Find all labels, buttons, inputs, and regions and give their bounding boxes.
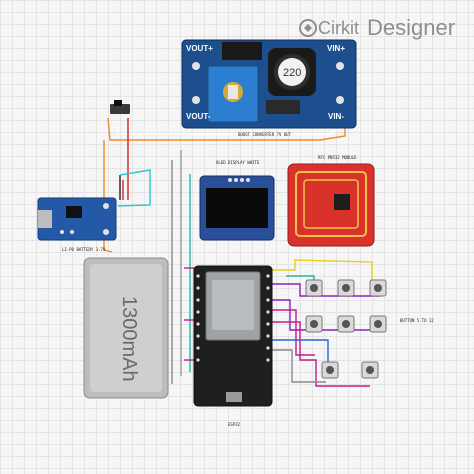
oled-label: OLED DISPLAY WHITE [216, 160, 260, 165]
pin-vin-plus: VIN+ [327, 44, 346, 53]
boost-converter-label: BOOST CONVERTER 7V OUT [238, 132, 291, 137]
wire-grey-3 [272, 349, 326, 383]
slide-switch[interactable] [110, 100, 130, 114]
pin-vout-plus: VOUT+ [186, 44, 213, 53]
rfid-module[interactable] [287, 163, 375, 247]
logo-brand: Cirkit [318, 17, 359, 38]
logo-product: Designer [367, 15, 456, 40]
battery-capacity: 1300mAh [118, 296, 140, 382]
button-4 [305, 315, 323, 333]
button-1 [305, 279, 323, 297]
button-2 [337, 279, 355, 297]
button-3 [369, 279, 387, 297]
charger-module[interactable] [37, 197, 117, 241]
oled-display[interactable] [199, 175, 275, 241]
wire-magenta-2 [272, 321, 370, 387]
charger-label: LI-PO BATTERY 3.7V [62, 247, 106, 252]
cirkit-designer-logo: Cirkit Designer [298, 15, 456, 40]
battery[interactable] [83, 257, 169, 399]
boost-converter[interactable] [181, 39, 357, 129]
cirkit-logo-icon [299, 19, 317, 37]
wire-purple-1 [272, 283, 380, 297]
button-5 [337, 315, 355, 333]
wire-white [117, 126, 341, 135]
wire-purple-2 [272, 299, 380, 331]
pushbuttons[interactable] [305, 279, 387, 379]
button-8 [361, 361, 379, 379]
rfid-label: RFC PN532 MODULE [318, 155, 357, 160]
wire-yellow [272, 259, 373, 280]
wire-magenta-1 [272, 309, 315, 356]
esp32-board[interactable] [193, 265, 273, 407]
button-7 [321, 361, 339, 379]
wire-cyan [117, 169, 151, 207]
wire-orange-2 [103, 140, 113, 253]
esp32-label: ESP32 [228, 422, 241, 427]
pin-vout-minus: VOUT- [186, 112, 211, 121]
wires [103, 110, 380, 387]
inductor-marking: 220 [283, 67, 302, 79]
pin-vin-minus: VIN- [328, 112, 344, 121]
button-6 [369, 315, 387, 333]
buttons-label: BUTTON 5 TO 12 [400, 318, 434, 323]
wire-blue [272, 339, 329, 362]
